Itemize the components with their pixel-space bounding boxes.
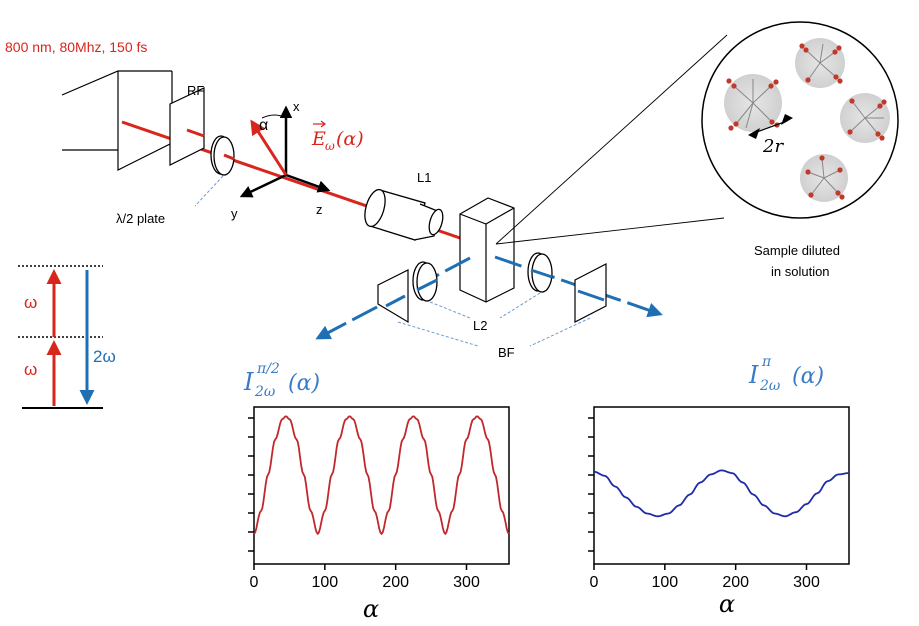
polarization-angle-label: α [259,117,268,134]
left-plot-x-tick-label: 0 [250,574,259,591]
lens-leader-lines [397,292,591,347]
radius-label: 2r [762,136,784,157]
half-wave-plate [210,135,235,176]
right-plot: 0 100 200 300 [588,406,850,591]
l2-lens-forward [527,252,553,293]
sample-caption-line1: Sample diluted [754,243,840,258]
bf-filter-back [377,269,409,324]
zoom-line-top [495,34,728,245]
right-plot-frame [593,406,850,565]
right-plot-x-tick-label: 300 [793,574,820,591]
molecule [840,93,890,143]
laser-spec-label: 800 nm, 80Mhz, 150 fs [5,39,147,55]
svg-text:π/2: π/2 [256,361,280,377]
field-label: E ω (α) [311,120,364,153]
l2-label: L2 [473,318,487,333]
right-plot-x-tick-label: 200 [722,574,749,591]
svg-text:I: I [748,361,759,389]
right-plot-x-tick-label: 0 [590,574,599,591]
left-plot: 0 100 200 300 [248,406,510,591]
radius-indicator [748,114,793,139]
molecule [800,154,848,202]
axis-x-label: x [293,99,300,114]
red-filter [169,87,205,166]
energy-level-diagram [18,265,103,409]
sample-zoom-circle [701,21,899,219]
bf-filter-forward [574,263,607,323]
zoom-line-bottom [495,217,725,245]
rf-label: RF [187,83,204,98]
sample-caption-line2: in solution [771,264,830,279]
sample-cuvette [459,197,515,303]
svg-text:(α): (α) [288,371,320,396]
right-plot-x-tick-label: 100 [651,574,678,591]
l2-lens-back [412,261,438,302]
svg-text:π: π [761,354,772,370]
coordinate-axes [239,105,331,198]
half-wave-plate-label: λ/2 plate [116,211,165,226]
left-chart-title: I 2ω π/2 (α) [243,361,320,400]
omega-lower-label: ω [24,360,37,379]
right-plot-x-label: α [719,590,735,618]
omega-upper-label: ω [24,293,37,312]
svg-text:2ω: 2ω [759,378,781,394]
svg-text:ω: ω [325,139,335,153]
molecule [724,74,782,132]
svg-text:I: I [243,368,254,396]
objective-lens-l1 [364,188,444,241]
left-plot-x-tick-label: 200 [382,574,409,591]
axis-y-label: y [231,206,238,221]
left-plot-series-line [253,415,510,536]
axis-z-label: z [316,202,323,217]
svg-text:2ω: 2ω [254,384,276,400]
laser-source [61,70,173,171]
left-plot-y-ticks [248,417,254,552]
left-plot-x-label: α [363,595,379,623]
right-plot-y-ticks [588,417,594,552]
left-plot-frame [253,406,510,565]
left-plot-x-tick-label: 300 [453,574,480,591]
svg-text:E: E [311,128,326,150]
right-plot-series-line [593,469,849,518]
bf-label: BF [498,345,515,360]
l1-label: L1 [417,170,431,185]
svg-text:(α): (α) [336,128,364,150]
right-chart-title: I 2ω π (α) [748,354,824,394]
left-plot-x-tick-label: 100 [311,574,338,591]
molecule [795,38,845,88]
plate-leader-line [194,175,224,207]
two-omega-label: 2ω [93,347,116,366]
svg-text:(α): (α) [792,364,824,389]
